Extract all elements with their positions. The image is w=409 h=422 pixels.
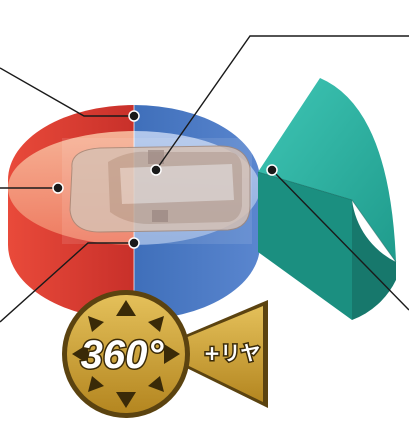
badge-main-text: 360° — [81, 333, 165, 377]
leader-dots — [52, 110, 278, 249]
side-camera-zone — [257, 78, 397, 320]
car-image-icon — [62, 138, 252, 244]
direction-arrows-icon — [72, 300, 180, 408]
leader-line-front-top — [0, 67, 134, 117]
leader-lines — [0, 35, 409, 323]
leader-line-front-bottom — [0, 242, 134, 323]
badge-sub-text: +リヤ — [204, 341, 261, 365]
leader-line-side — [271, 169, 409, 311]
leader-line-rear — [155, 35, 409, 171]
badge: 360° +リヤ — [62, 290, 268, 418]
